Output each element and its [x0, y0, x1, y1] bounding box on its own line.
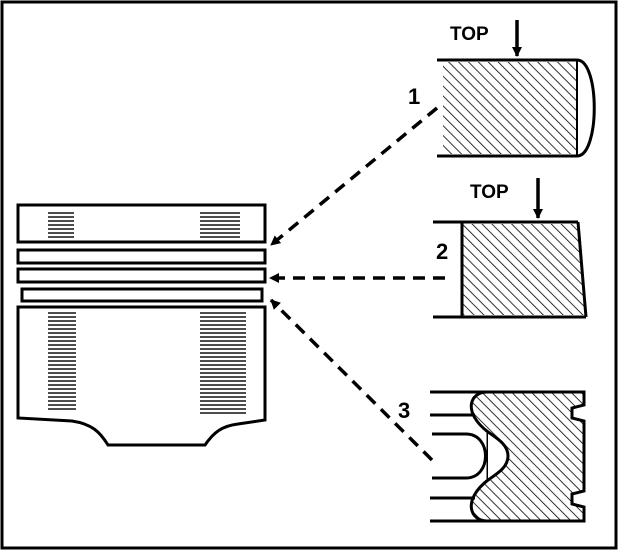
ring-1-barrel-face	[576, 58, 596, 158]
ring-2-taper-face	[576, 221, 588, 318]
ring-3-section	[469, 390, 586, 523]
piston-ring-land-3	[20, 287, 264, 303]
piston-crown-shading-right	[200, 211, 240, 238]
ring-1-top-label: TOP	[450, 24, 489, 45]
arrow-ring-1-to-piston	[269, 106, 439, 247]
ring-2-profile	[433, 220, 588, 319]
ring-1-section	[443, 62, 577, 154]
piston-crown-shading-left	[48, 211, 74, 238]
ring-1-profile	[437, 58, 596, 158]
piston-skirt-shading-left	[48, 312, 76, 412]
piston-skirt-shading-right	[200, 312, 246, 416]
arrow-ring-3-to-piston	[269, 298, 434, 462]
piston-ring-land-2	[16, 267, 267, 284]
ring-1-number: 1	[408, 84, 420, 109]
ring-2-section	[462, 224, 585, 315]
ring-2-top-label: TOP	[470, 182, 509, 203]
ring-3-expander	[432, 432, 487, 480]
piston-ring-land-1	[16, 248, 267, 265]
ring-3-number: 3	[398, 398, 410, 423]
ring-3-profile	[430, 390, 586, 523]
ring-3-slot	[487, 430, 510, 482]
ring-2-number: 2	[436, 239, 448, 264]
piston	[16, 203, 267, 447]
